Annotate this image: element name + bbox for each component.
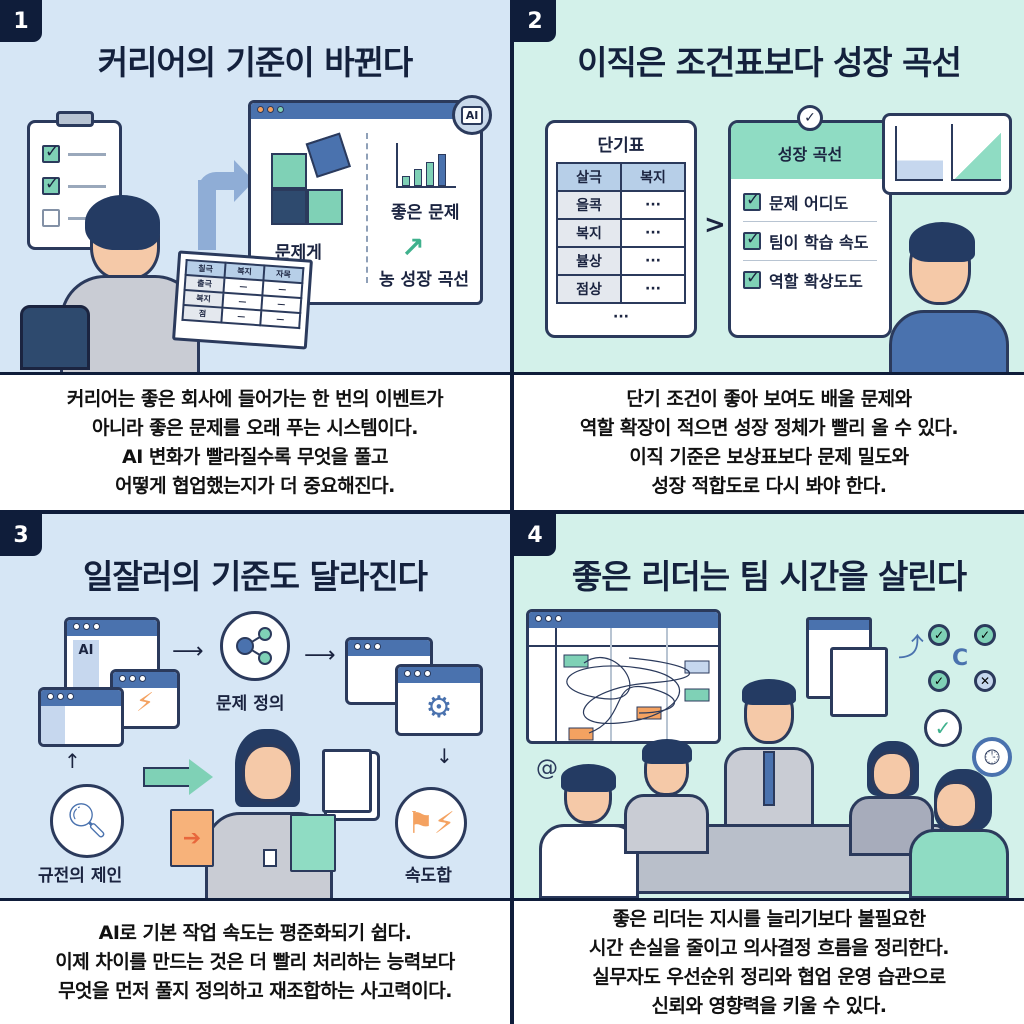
puzzle-icon	[271, 132, 351, 225]
node-label-speed: 속도합	[405, 866, 452, 886]
panel-caption: 좋은 리더는 지시를 늘리기보다 불필요한 시간 손실을 줄이고 의사결정 흐름…	[514, 898, 1024, 1024]
panel-number-badge: 2	[514, 0, 556, 42]
team-member	[539, 764, 639, 899]
thinking-person	[879, 220, 1009, 380]
growth-label: 농 성장 곡선	[379, 270, 470, 290]
share-node-icon	[220, 611, 290, 681]
green-arrow-icon	[143, 759, 213, 795]
tie	[763, 751, 775, 806]
flag-lightning-icon-node: ⚑⚡	[395, 787, 467, 859]
team-member	[624, 739, 709, 854]
panel-number-badge: 4	[514, 514, 556, 556]
clock-icon: 🕒︎	[972, 737, 1012, 777]
id-badge-icon	[263, 849, 277, 867]
check-speech-bubble-icon: ✓	[924, 709, 962, 747]
confusion-scribble-icon: @	[536, 756, 558, 781]
checkbox-checked-icon	[743, 190, 761, 211]
checklist-item: 문제 어디도	[743, 183, 877, 222]
node-label-rule: 규전의 제인	[38, 866, 123, 886]
node-label-problem-definition: 문제 정의	[216, 694, 285, 714]
workflow-cycle-icon: ✓ ✓ ✓ ✕ C	[928, 624, 998, 694]
curved-arrow-icon	[198, 150, 254, 255]
check-circle-icon: ✓	[797, 105, 823, 131]
panel-title: 이직은 조건표보다 성장 곡선	[577, 43, 962, 82]
chart-label: 좋은 문제	[391, 203, 460, 223]
tangled-schedule-board	[526, 609, 721, 744]
team-member	[849, 741, 934, 856]
green-document-icon	[290, 814, 336, 872]
panel-title: 일잘러의 기준도 달라진다	[83, 557, 428, 596]
checklist-page-icon	[830, 647, 888, 717]
curved-arrow-icon: ⤴	[898, 633, 925, 663]
panel-number-badge: 3	[0, 514, 42, 556]
panel-illustration: ✓ ✓ ✓ ✕ C ⤴ ✓ 🕒︎ @	[514, 609, 1024, 899]
checkbox-checked-icon	[42, 142, 60, 163]
arrow-right-icon: ⟶	[172, 639, 204, 664]
leader-presenting	[709, 679, 829, 832]
panel-illustration: 문제게 좋은 문제 ↗ 농 성장 곡선 AI	[0, 95, 510, 375]
team-member	[909, 769, 1009, 899]
greater-than-symbol: >	[704, 210, 726, 240]
panel-caption: AI로 기본 작업 속도는 평준화되기 쉽다. 이제 차이를 만드는 것은 더 …	[0, 898, 510, 1024]
panel-illustration: AI ⚡ ↑ ⟶ 문제 정의 ⟶ ⚙	[0, 609, 510, 902]
checkbox-checked-icon	[743, 268, 761, 289]
checklist-item: 팀이 학습 속도	[743, 222, 877, 261]
app-window	[38, 687, 124, 747]
checklist-item: 역할 확상도도	[743, 261, 877, 299]
panel-1: 1 커리어의 기준이 바뀐다	[0, 0, 510, 510]
panel-title: 좋은 리더는 팀 시간을 살린다	[571, 557, 967, 596]
growth-curve-card: 성장 곡선 문제 어디도 팀이 학습 속도 역할 확상도도	[728, 120, 892, 338]
speech-bubble-charts	[882, 113, 1012, 195]
checkbox-empty-icon	[42, 209, 60, 227]
ai-chip-icon: AI	[452, 95, 492, 135]
arrow-up-icon: ↑	[64, 749, 81, 773]
documents-stack-icon	[322, 749, 372, 813]
gear-icon: ⚙	[425, 690, 453, 725]
arrow-right-icon: ⟶	[304, 643, 336, 668]
orange-document-icon: ➔	[170, 809, 214, 867]
chair	[20, 305, 90, 370]
panel-4: 4 좋은 리더는 팀 시간을 살린다	[514, 514, 1024, 1024]
growth-arrow-icon: ↗	[401, 231, 425, 264]
panel-3: 3 일잘러의 기준도 달라진다 AI ⚡ ↑ ⟶ 문제 정의 ⟶	[0, 514, 510, 1024]
lightning-icon: ⚡	[135, 688, 155, 718]
panel-title: 커리어의 기준이 바뀐다	[97, 43, 414, 82]
checkbox-checked-icon	[42, 174, 60, 195]
clipboard-icon	[27, 111, 122, 250]
magnifier-icon-node: 🔍︎	[50, 784, 124, 858]
arrow-down-icon: ↓	[436, 744, 453, 768]
bar-chart-icon	[396, 143, 456, 188]
checkbox-checked-icon	[743, 229, 761, 250]
settings-window: ⚙	[395, 664, 483, 736]
panel-number-badge: 1	[0, 0, 42, 42]
panel-caption: 커리어는 좋은 회사에 들어가는 한 번의 이벤트가 아니라 좋은 문제를 오래…	[0, 372, 510, 510]
panel-caption: 단기 조건이 좋아 보여도 배울 문제와 역할 확장이 적으면 성장 정체가 빨…	[514, 372, 1024, 510]
